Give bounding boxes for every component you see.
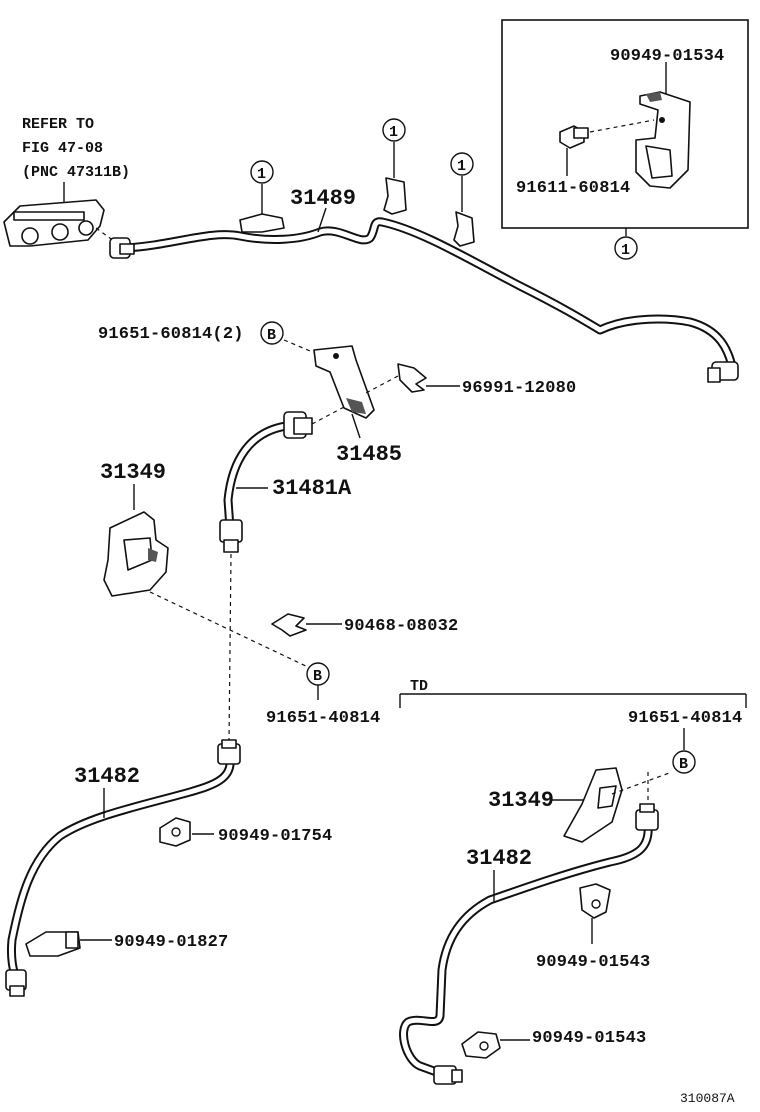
master-cylinder-part (3, 199, 119, 247)
pipe-clip-b: 1 (382, 118, 407, 215)
inset-detail: 90949-01534 91611-60814 1 (501, 19, 749, 260)
callout-b-label: 1 (389, 124, 398, 141)
pipe-31482-left-label: 31482 (74, 764, 140, 789)
diagram-code: 310087A (680, 1091, 735, 1106)
td-clamp2-label: 90949-01543 (532, 1029, 646, 1048)
td-section: TD 91651-40814 B 31349 31482 (399, 678, 747, 1085)
ref-b-left-label: B (313, 668, 322, 685)
clamp-left1-label: 90949-01754 (218, 827, 332, 846)
td-shield-part (563, 767, 623, 843)
clip-90468-label: 90468-08032 (344, 617, 458, 636)
td-clamp1-part (579, 883, 611, 919)
callout-c-label: 1 (457, 158, 466, 175)
refer-line1: REFER TO (22, 116, 94, 133)
shield-left-label: 31349 (100, 460, 166, 485)
bracket-31485-part (313, 345, 375, 419)
pipe-31489-label: 31489 (290, 186, 356, 211)
pipe-clip-a: 1 (239, 160, 285, 233)
td-title: TD (410, 678, 428, 695)
clip-96991-part (363, 363, 427, 395)
inset-callout-label: 1 (621, 242, 630, 259)
inset-clamp-part (635, 91, 691, 189)
clamp-left2-label: 90949-01827 (114, 933, 228, 952)
bracket-31485-label: 31485 (336, 442, 402, 467)
callout-a-label: 1 (257, 166, 266, 183)
pipe-clip-c: 1 (450, 152, 475, 247)
ref-b-top (260, 321, 284, 345)
ref-b-td (672, 750, 696, 774)
pipe-31489 (109, 217, 739, 383)
refer-line2: FIG 47-08 (22, 140, 103, 157)
td-pipe-label: 31482 (466, 846, 532, 871)
td-pipe-31482 (399, 772, 659, 1085)
clamp-left1-part (159, 817, 191, 847)
clip-90468-part (271, 613, 307, 637)
td-clamp2-part (461, 1031, 501, 1059)
td-shield-label: 31349 (488, 788, 554, 813)
clip-96991-label: 96991-12080 (462, 379, 576, 398)
inset-callout-circle (614, 236, 638, 260)
inset-bolt-part (559, 119, 655, 149)
bolt-b2-label: 91651-60814(2) (98, 325, 244, 344)
shield-left-part (103, 511, 169, 597)
inset-bolt-label: 91611-60814 (516, 179, 630, 198)
td-clamp1-label: 90949-01543 (536, 953, 650, 972)
bolt-b-left-label: 91651-40814 (266, 709, 380, 728)
ref-b-top-label: B (267, 327, 276, 344)
inset-clamp-label: 90949-01534 (610, 47, 724, 66)
hose-31481a (219, 405, 347, 553)
clamp-left2-part (25, 931, 81, 957)
refer-note: REFER TO FIG 47-08 (PNC 47311B) (22, 116, 130, 208)
pipe-31482-left (5, 739, 241, 997)
td-bolt-label: 91651-40814 (628, 709, 742, 728)
hose-31481a-label: 31481A (272, 476, 352, 501)
ref-b-td-label: B (679, 756, 688, 773)
refer-line3: (PNC 47311B) (22, 164, 130, 181)
